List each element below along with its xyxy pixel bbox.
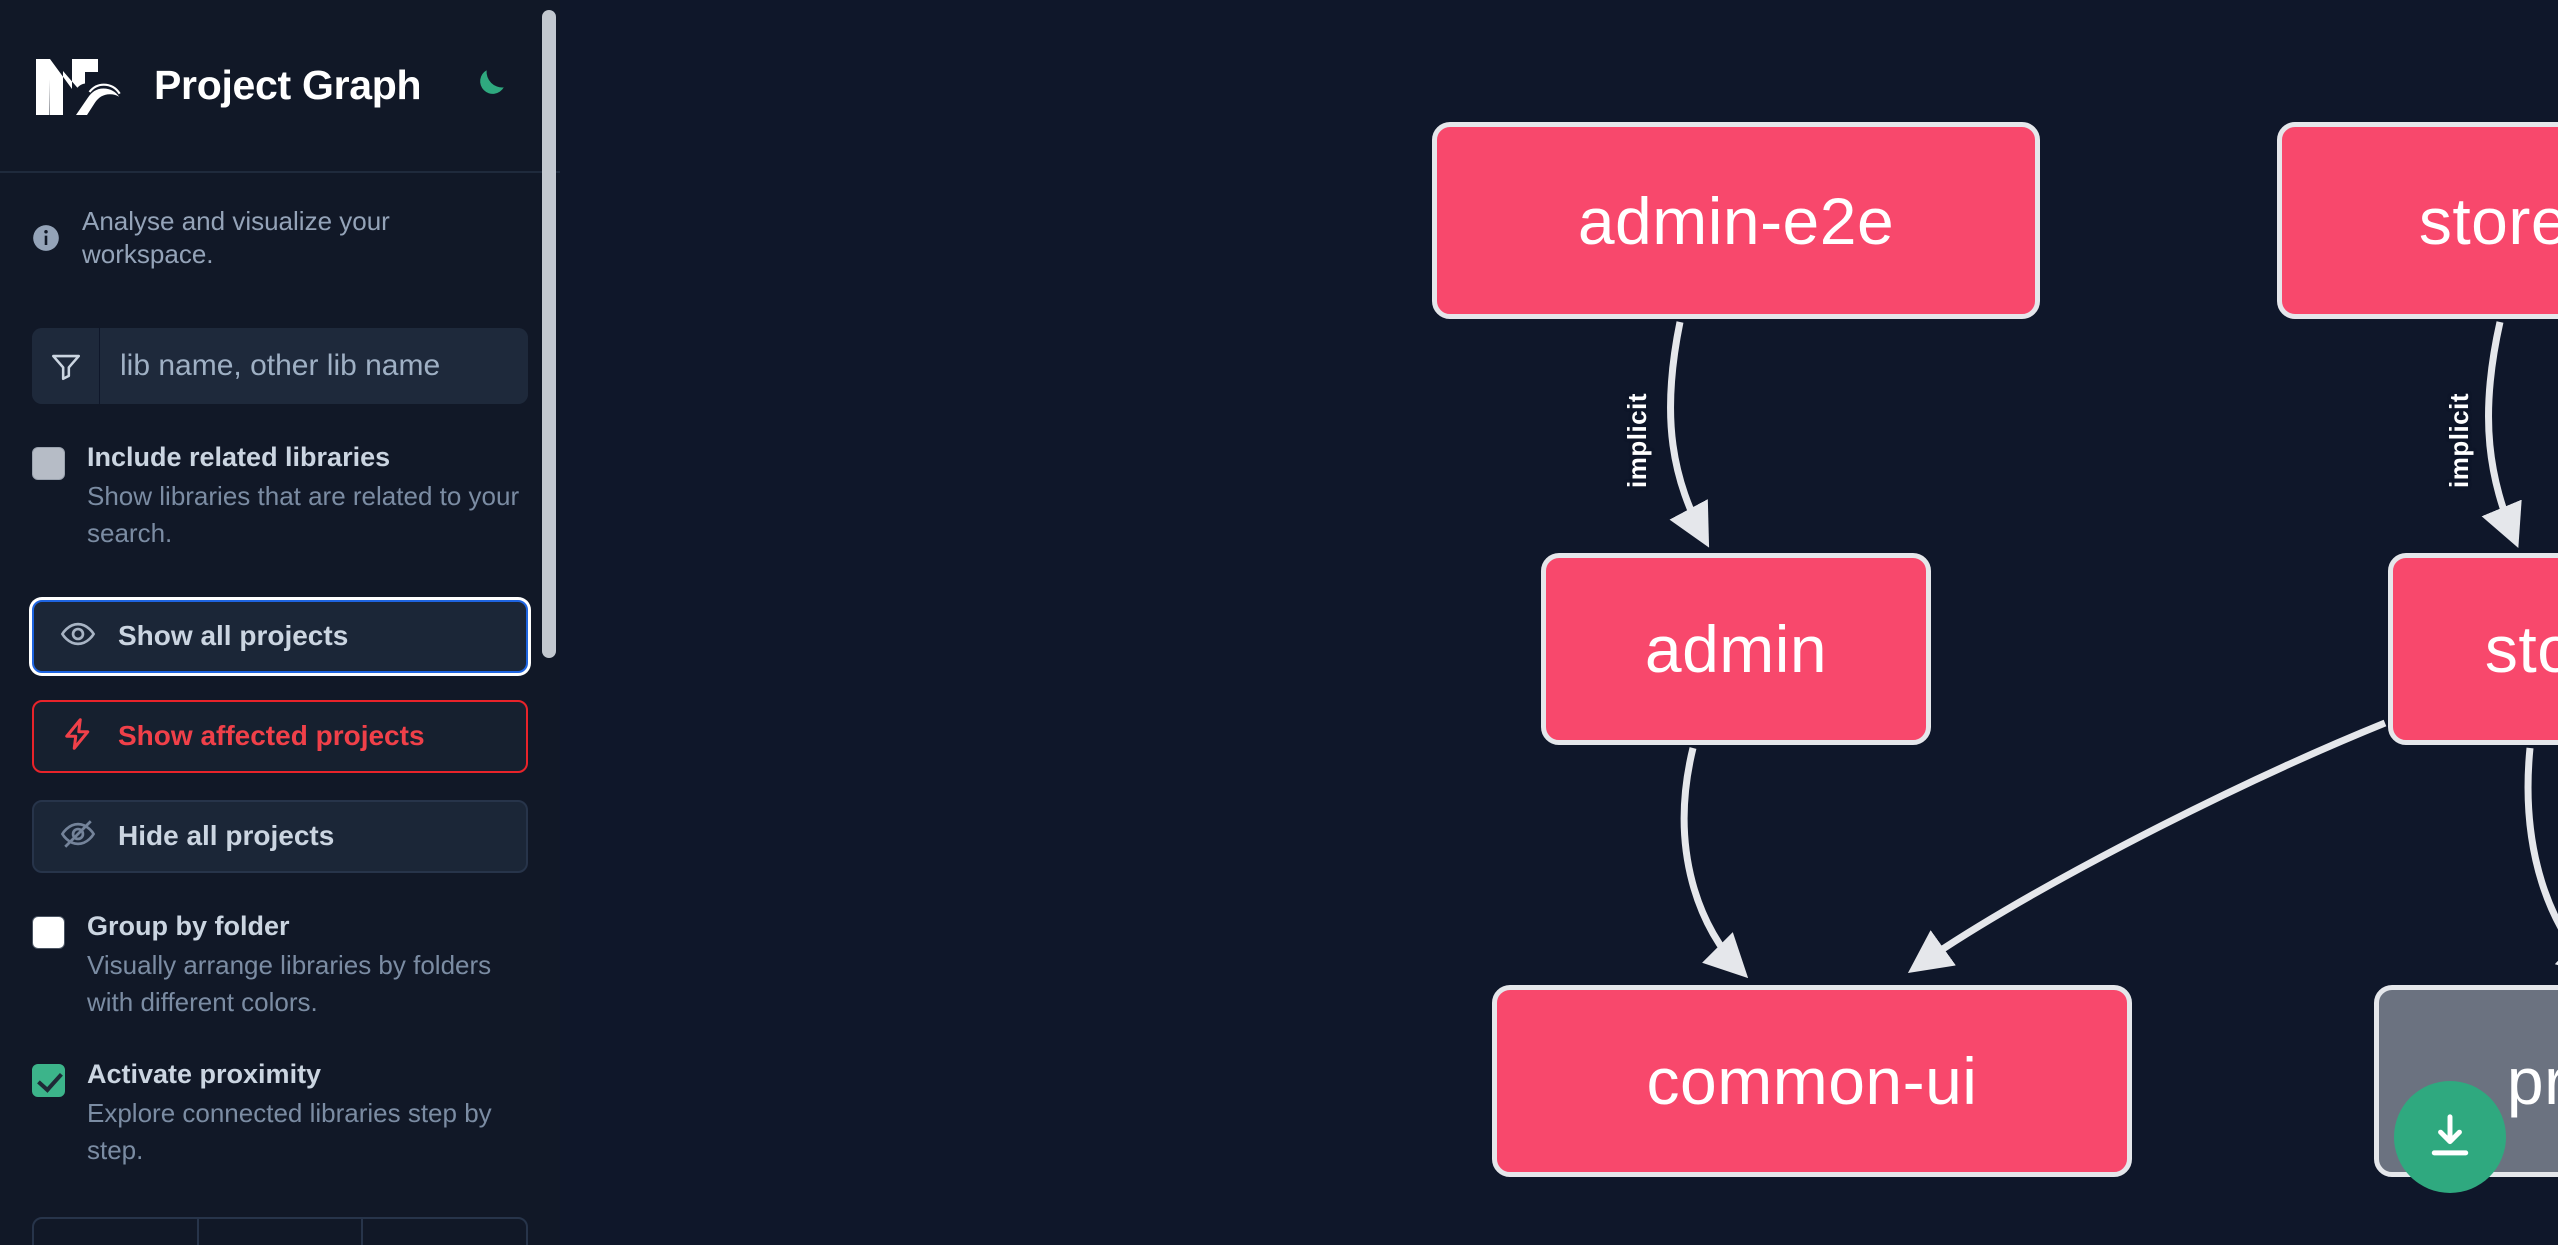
graph-node-common-ui[interactable]: common-ui (1492, 985, 2132, 1177)
sidebar-scroll-region[interactable]: Project Graph Analyse and visualize your… (0, 0, 560, 1245)
sidebar-header: Project Graph (0, 0, 560, 172)
node-label: store (2484, 612, 2558, 686)
include-related-libraries-checkbox[interactable] (32, 447, 65, 480)
segment-2[interactable] (199, 1218, 364, 1245)
edge-store-to-products (2524, 747, 2558, 978)
segment-1[interactable] (34, 1218, 199, 1245)
node-label: common-ui (1646, 1044, 1978, 1118)
show-all-projects-button[interactable]: Show all projects (32, 599, 528, 673)
edge-admin-e2e-to-admin (1666, 321, 1710, 548)
button-label: Show all projects (118, 620, 349, 652)
group-by-folder-checkbox[interactable] (32, 915, 65, 949)
graph-node-store[interactable]: store (2388, 553, 2558, 745)
sidebar-tagline: Analyse and visualize your workspace. (0, 172, 560, 270)
edge-admin-to-common-ui (1680, 747, 1749, 979)
edge-label-store-implicit: implicit (2444, 392, 2475, 489)
proximity-step-segmented-control[interactable] (32, 1216, 528, 1245)
sidebar-header-divider (0, 172, 560, 173)
segment-3[interactable] (363, 1219, 526, 1245)
download-icon (2423, 1109, 2477, 1166)
show-affected-projects-button[interactable]: Show affected projects (32, 699, 528, 773)
nx-logo-icon (32, 55, 124, 117)
info-circle-icon (32, 224, 60, 252)
button-label: Hide all projects (118, 820, 335, 852)
eye-icon (60, 616, 96, 657)
activate-proximity-checkbox[interactable] (32, 1063, 65, 1097)
page-title: Project Graph (154, 62, 422, 108)
node-label: store-e2e (2418, 183, 2558, 258)
graph-action-buttons: Show all projects Show affected projects (32, 599, 528, 873)
option-title: Include related libraries (87, 442, 391, 472)
filter-bar (32, 328, 528, 404)
eye-off-icon (60, 816, 96, 857)
download-image-button[interactable] (2394, 1081, 2506, 1193)
hide-all-projects-button[interactable]: Hide all projects (32, 799, 528, 873)
node-label: products (2506, 1044, 2558, 1118)
graph-node-admin[interactable]: admin (1541, 553, 1931, 745)
graph-canvas[interactable]: admin-e2e store-e2e admin store common-u… (560, 0, 2558, 1245)
option-include-related-libraries[interactable]: Include related libraries Show libraries… (0, 440, 560, 552)
graph-node-store-e2e[interactable]: store-e2e (2277, 122, 2558, 319)
graph-node-admin-e2e[interactable]: admin-e2e (1432, 122, 2040, 319)
sidebar-scrollbar[interactable] (542, 10, 556, 658)
button-label: Show affected projects (118, 720, 425, 752)
option-group-by-folder[interactable]: Group by folder Visually arrange librari… (0, 909, 560, 1021)
search-input[interactable] (100, 328, 528, 404)
option-description: Visually arrange libraries by folders wi… (87, 950, 492, 1017)
edge-store-e2e-to-store (2481, 321, 2522, 549)
sidebar-tagline-text: Analyse and visualize your workspace. (82, 206, 390, 269)
option-title: Activate proximity (87, 1058, 322, 1089)
graph-node-products[interactable]: products (2374, 985, 2558, 1177)
edge-label-admin-implicit: implicit (1622, 392, 1653, 489)
lightning-bolt-icon (60, 716, 96, 757)
option-activate-proximity[interactable]: Activate proximity Explore connected lib… (0, 1057, 560, 1169)
sidebar: Project Graph Analyse and visualize your… (0, 0, 560, 1245)
option-title: Group by folder (87, 910, 290, 941)
option-description: Explore connected libraries step by step… (87, 1097, 492, 1165)
filter-funnel-icon (32, 328, 100, 404)
node-label: admin-e2e (1577, 183, 1895, 258)
node-label: admin (1644, 612, 1828, 686)
option-description: Show libraries that are related to your … (87, 481, 520, 548)
edge-store-to-common-ui (1907, 719, 2387, 974)
graph-edges (1666, 321, 2558, 979)
moon-icon[interactable] (465, 63, 511, 109)
